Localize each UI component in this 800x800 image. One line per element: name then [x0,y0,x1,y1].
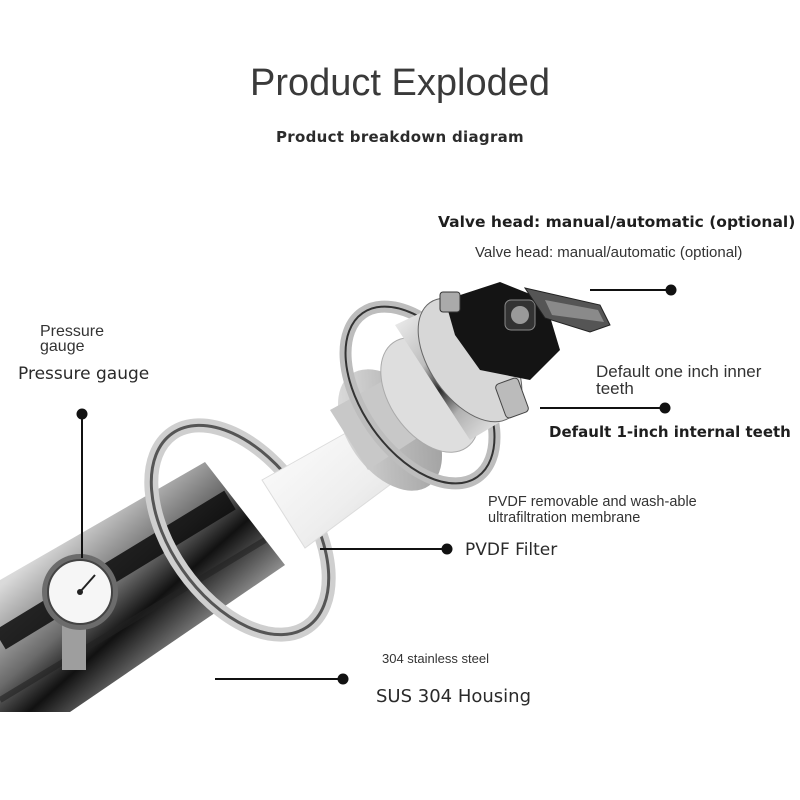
pressure-gauge-label: Pressure gauge [18,364,150,384]
housing-label: SUS 304 Housing [376,686,531,707]
pressure-gauge [42,554,118,670]
page-subtitle: Product breakdown diagram [276,128,524,146]
housing-caption: 304 stainless steel [382,651,489,666]
inner-teeth-caption: Default one inch inner teeth [596,362,762,398]
filter-caption: PVDF removable and wash-able ultrafiltra… [488,494,697,526]
inner-teeth-label: Default 1-inch internal teeth [549,423,791,441]
filter-label: PVDF Filter [465,540,558,560]
leader-lines [76,284,677,685]
page-title: Product Exploded [250,62,550,104]
housing-tube [0,418,336,712]
valve-head [439,282,611,419]
valve-head-label: Valve head: manual/automatic (optional) [438,213,796,231]
valve-head-caption: Valve head: manual/automatic (optional) [475,244,743,261]
pressure-gauge-caption: Pressure gauge [40,323,105,355]
